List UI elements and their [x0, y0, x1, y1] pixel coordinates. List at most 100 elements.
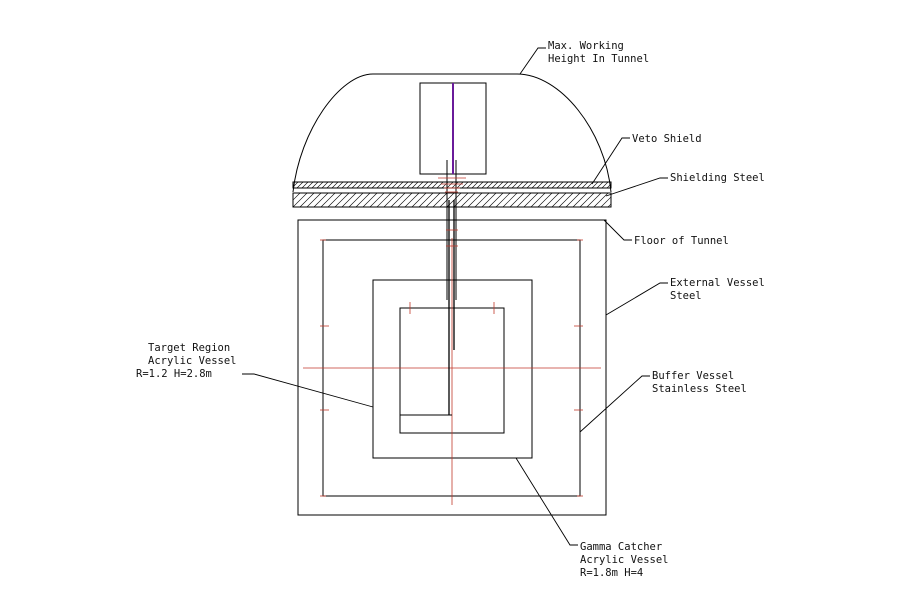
- hatch-line: [306, 193, 322, 207]
- hatch-line: [293, 193, 301, 201]
- hatch-line: [446, 182, 454, 188]
- hatch-line: [558, 193, 574, 207]
- hatch-line: [451, 182, 459, 188]
- hatch-line: [341, 193, 357, 207]
- hatch-line: [396, 182, 404, 188]
- tunnel-dome: [292, 73, 612, 193]
- hatch-line: [432, 193, 448, 207]
- hatch-line: [421, 182, 429, 188]
- hatch-line: [346, 182, 354, 188]
- hatch-line: [591, 182, 599, 188]
- leader-target-region: [242, 373, 374, 408]
- hatch-line: [612, 182, 618, 188]
- hatch-line: [401, 182, 409, 188]
- hatch-line: [320, 193, 336, 207]
- hatch-line: [561, 182, 569, 188]
- hatch-line: [615, 193, 629, 207]
- hatch-line: [501, 182, 509, 188]
- hatch-line: [299, 193, 315, 207]
- hatch-line: [431, 182, 439, 188]
- hatch-line: [571, 182, 579, 188]
- hatch-line: [416, 182, 424, 188]
- hatch-line: [530, 193, 546, 207]
- hatch-line: [355, 193, 371, 207]
- hatch-line: [369, 193, 385, 207]
- hatch-line: [418, 193, 434, 207]
- leader-max-height: [519, 47, 546, 75]
- label-gamma-catcher: Gamma Catcher Acrylic Vessel R=1.8m H=4: [580, 541, 675, 579]
- hatch-line: [474, 193, 490, 207]
- hatch-line: [541, 182, 549, 188]
- hatch-line: [331, 182, 339, 188]
- hatch-line: [336, 182, 344, 188]
- hatch-line: [581, 182, 589, 188]
- hatch-line: [348, 193, 364, 207]
- hatch-line: [466, 182, 474, 188]
- hatch-line: [293, 182, 299, 188]
- hatch-line: [313, 193, 329, 207]
- hatch-line: [506, 182, 514, 188]
- hatch-line: [404, 193, 420, 207]
- external-vessel: [297, 219, 607, 516]
- hatch-line: [293, 193, 308, 207]
- hatch-line: [546, 182, 554, 188]
- leader-veto-shield: [591, 137, 630, 185]
- hatch-line: [426, 182, 434, 188]
- hatch-line: [476, 182, 484, 188]
- hatch-line: [526, 182, 534, 188]
- hatch-line: [556, 182, 564, 188]
- hatch-line: [383, 193, 399, 207]
- hatch-line: [586, 182, 594, 188]
- gamma-catcher-vessel: [372, 279, 533, 459]
- hatch-line: [397, 193, 413, 207]
- hatch-line: [390, 193, 406, 207]
- label-shielding-steel: Shielding Steel: [670, 172, 765, 184]
- hatch-line: [471, 182, 479, 188]
- hatch-line: [601, 182, 609, 188]
- hatch-line: [576, 182, 584, 188]
- hatch-line: [356, 182, 364, 188]
- hatch-line: [461, 182, 469, 188]
- leader-buffer-vessel: [579, 375, 650, 433]
- hatch-line: [362, 193, 378, 207]
- label-target-region: Target Region Acrylic Vessel R=1.2 H=2.8…: [136, 342, 243, 380]
- hatch-line: [502, 193, 518, 207]
- hatch-line: [381, 182, 389, 188]
- hatch-line: [361, 182, 369, 188]
- hatch-line: [596, 182, 604, 188]
- hatch-line: [411, 182, 419, 188]
- shielding-steel-layer: [292, 181, 618, 189]
- hatch-line: [511, 182, 519, 188]
- hatch-line: [366, 182, 374, 188]
- hatch-line: [491, 182, 499, 188]
- hatch-line: [509, 193, 525, 207]
- hatch-line: [321, 182, 329, 188]
- hatch-line: [467, 193, 483, 207]
- hatch-line: [488, 193, 504, 207]
- hatch-line: [391, 182, 399, 188]
- hatch-line: [537, 193, 553, 207]
- leader-gamma-catcher: [515, 457, 578, 546]
- hatch-line: [565, 193, 581, 207]
- hatch-line: [531, 182, 539, 188]
- hatch-line: [593, 193, 609, 207]
- hatch-line: [622, 193, 636, 207]
- hatch-line: [386, 182, 394, 188]
- chimney-assembly: [400, 82, 487, 416]
- hatch-line: [316, 182, 324, 188]
- hatch-line: [296, 182, 304, 188]
- hatch-line: [516, 193, 532, 207]
- hatch-line: [293, 182, 294, 183]
- hatch-line: [551, 193, 567, 207]
- hatch-line: [425, 193, 441, 207]
- hatch-line: [351, 182, 359, 188]
- hatch-line: [600, 196, 611, 207]
- hatch-line: [572, 193, 588, 207]
- hatch-line: [496, 182, 504, 188]
- tunnel-floor: [292, 192, 636, 208]
- hatch-line: [486, 182, 494, 188]
- hatch-line: [326, 182, 334, 188]
- hatch-line: [293, 193, 294, 194]
- hatch-line: [516, 182, 524, 188]
